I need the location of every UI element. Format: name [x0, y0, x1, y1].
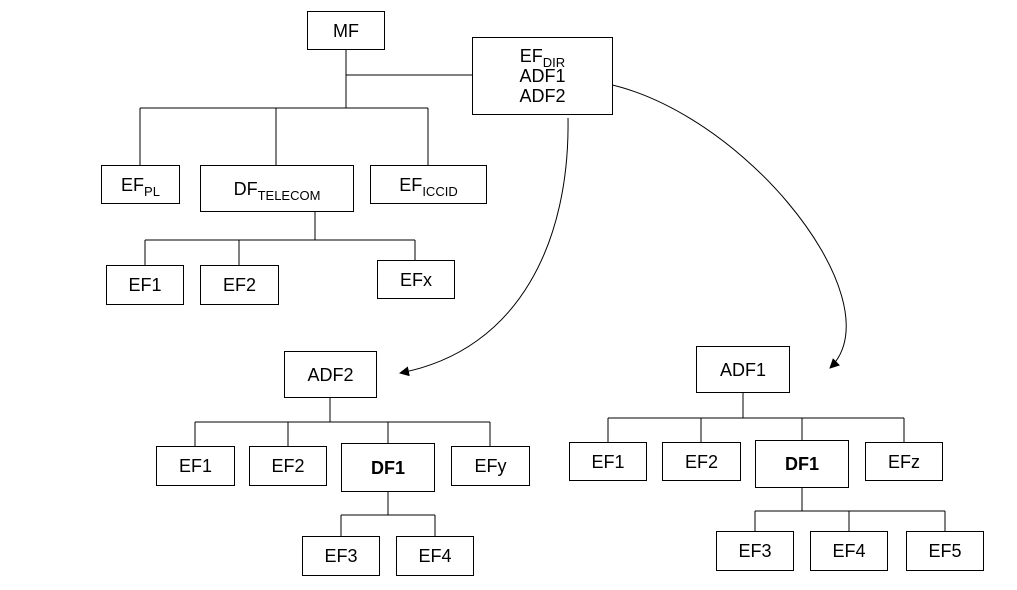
adf2-ef2-node: EF2	[249, 446, 327, 486]
adf2-label: ADF2	[307, 364, 354, 385]
ef-iccid-label: EFICCID	[399, 174, 458, 199]
adf1-ef1-node: EF1	[569, 442, 647, 481]
adf2-ef3-label: EF3	[324, 546, 358, 566]
arrow-efdir-to-adf2	[399, 117, 569, 377]
adf1-ef4-node: EF4	[810, 531, 888, 571]
adf2-ef4-label: EF4	[418, 546, 452, 566]
ef-dir-line-adf1: ADF1	[519, 66, 566, 86]
adf1-node: ADF1	[696, 346, 790, 393]
adf2-efy-node: EFy	[451, 446, 530, 486]
adf2-ef4-node: EF4	[396, 536, 474, 576]
telecom-efx-label: EFx	[399, 269, 432, 290]
mf-node: MF	[307, 11, 385, 50]
adf1-ef3-node: EF3	[716, 531, 794, 571]
telecom-ef1-label: EF1	[128, 275, 162, 295]
adf2-ef3-node: EF3	[302, 536, 380, 576]
adf2-df1-node: DF1	[341, 443, 435, 492]
mf-label: MF	[333, 20, 359, 41]
adf2-ef1-node: EF1	[156, 446, 235, 486]
adf2-node: ADF2	[284, 351, 377, 398]
adf1-ef5-node: EF5	[906, 531, 984, 571]
telecom-efx-node: EFx	[377, 260, 455, 299]
adf1-ef3-label: EF3	[738, 541, 772, 561]
adf1-efz-node: EFz	[865, 442, 943, 481]
adf2-efy-label: EFy	[474, 456, 507, 476]
arrow-efdir-to-adf1	[579, 79, 847, 369]
ef-dir-line-adf2: ADF2	[519, 86, 566, 106]
adf1-ef4-label: EF4	[832, 541, 866, 561]
telecom-ef2-label: EF2	[222, 275, 256, 295]
ef-pl-label: EFPL	[121, 174, 160, 199]
ef-iccid-node: EFICCID	[370, 165, 487, 204]
adf2-ef2-label: EF2	[271, 456, 305, 476]
ef-dir-title: EFDIR	[519, 46, 566, 70]
adf1-df1-node: DF1	[755, 440, 849, 488]
adf1-ef5-label: EF5	[928, 541, 962, 561]
adf1-ef1-label: EF1	[591, 451, 625, 472]
adf2-df1-label: DF1	[370, 457, 405, 478]
adf1-efz-label: EFz	[887, 451, 920, 472]
telecom-ef1-node: EF1	[106, 265, 184, 305]
adf1-ef2-node: EF2	[662, 442, 741, 481]
ef-dir-node: EFDIR ADF1 ADF2	[472, 37, 613, 115]
adf1-label: ADF1	[719, 359, 766, 380]
df-telecom-label: DFTELECOM	[233, 178, 321, 203]
df-telecom-node: DFTELECOM	[200, 165, 354, 212]
telecom-ef2-node: EF2	[200, 265, 279, 305]
adf1-df1-label: DF1	[784, 454, 819, 474]
adf1-ef2-label: EF2	[684, 451, 718, 472]
adf2-ef1-label: EF1	[178, 456, 212, 476]
ef-pl-node: EFPL	[101, 165, 180, 204]
